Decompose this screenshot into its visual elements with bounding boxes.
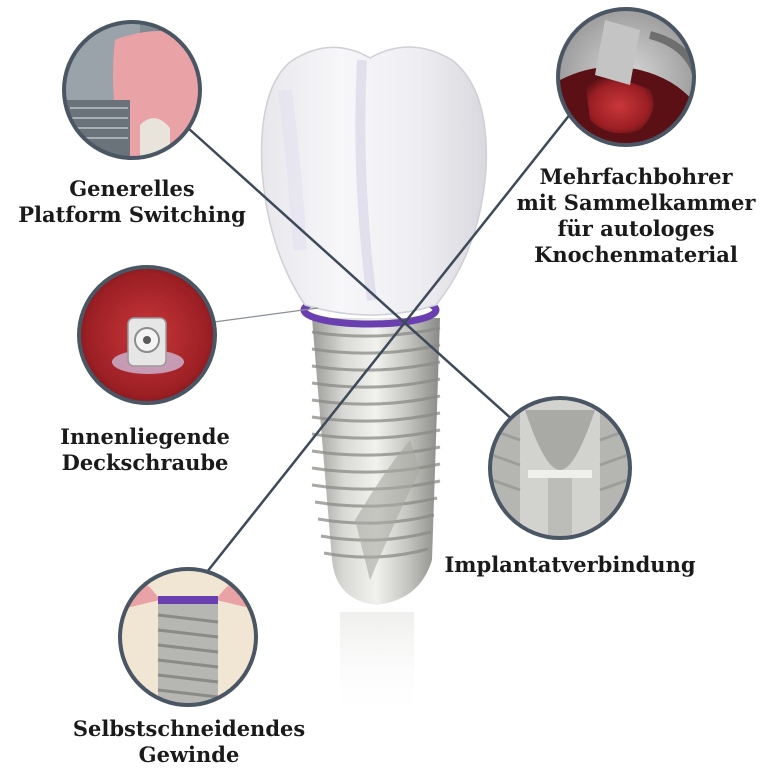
cover-screw-image xyxy=(75,262,220,407)
implant-reflection xyxy=(340,612,414,722)
label-thread: Selbstschneidendes Gewinde xyxy=(54,716,324,768)
connection-image xyxy=(488,398,633,548)
label-platform-switching: Generelles Platform Switching xyxy=(8,176,256,228)
thread-image xyxy=(118,567,258,710)
drill-image xyxy=(555,5,700,150)
implant-body xyxy=(312,318,440,605)
label-cover-screw: Innenliegende Deckschraube xyxy=(40,424,250,476)
label-drill: Mehrfachbohrer mit Sammelkammer für auto… xyxy=(516,164,756,268)
pointer-line-cover-screw xyxy=(214,308,318,322)
platform-switching-image xyxy=(60,20,210,160)
label-connection: Implantatverbindung xyxy=(432,552,708,578)
dental-crown xyxy=(262,47,487,315)
